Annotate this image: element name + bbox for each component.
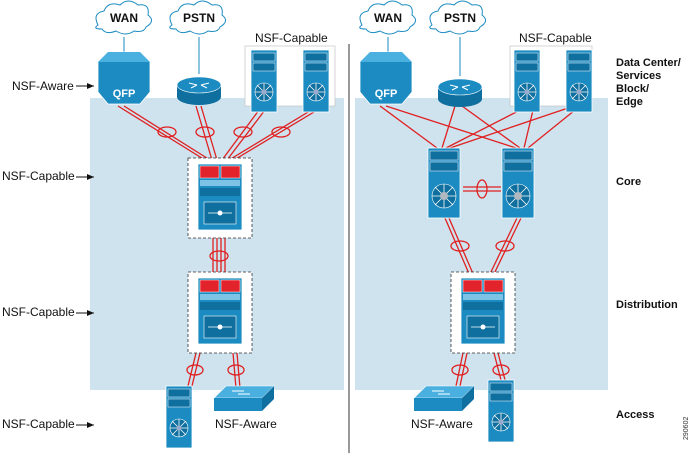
tier-distribution: Distribution — [616, 299, 678, 311]
pstn-label-left: PSTN — [183, 11, 215, 25]
nsf-capable-distribution-label: NSF-Capable — [2, 305, 75, 319]
wan-label-right: WAN — [374, 11, 402, 25]
tier-labels: Data Center/ Services Block/ Edge Core D… — [616, 57, 681, 421]
nsf-capable-chassis-3 — [513, 49, 541, 113]
tier-core: Core — [616, 176, 641, 188]
qfp-label-left: QFP — [113, 88, 136, 100]
tier-access: Access — [616, 409, 655, 421]
qfp-router-right: QFP — [359, 51, 413, 105]
core-chassis-left — [427, 147, 461, 219]
qfp-label-right: QFP — [375, 88, 398, 100]
nsf-capable-access-label: NSF-Capable — [2, 417, 75, 431]
access-switch-left — [213, 385, 275, 412]
pstn-router-right — [437, 78, 483, 108]
nsf-aware-access-left: NSF-Aware — [215, 417, 277, 431]
tier-dc-line2: Services — [616, 70, 661, 82]
wan-cloud-left: WAN — [95, 0, 152, 35]
nsf-capable-chassis-2 — [302, 49, 330, 113]
tier-dc-line3: Block/ — [616, 83, 649, 95]
core-chassis-right — [501, 147, 535, 219]
vss-core-switch — [197, 163, 243, 231]
vss-distribution-switch-right — [460, 277, 506, 345]
nsf-capable-chassis-1 — [250, 49, 278, 113]
tier-dc-line1: Data Center/ — [616, 57, 681, 69]
access-chassis-right — [487, 379, 515, 443]
nsf-capable-chassis-4 — [565, 49, 593, 113]
nsf-aware-left-label: NSF-Aware — [12, 79, 74, 93]
nsf-capable-core-label: NSF-Capable — [2, 169, 75, 183]
qfp-router-left: QFP — [97, 51, 151, 105]
tier-dc-line4: Edge — [616, 96, 643, 108]
nsf-capable-top-left: NSF-Capable — [255, 31, 328, 45]
figure-id: 290602 — [683, 417, 690, 440]
access-chassis-left — [165, 385, 193, 449]
pstn-cloud-right: PSTN — [429, 0, 486, 35]
pstn-label-right: PSTN — [444, 11, 476, 25]
access-switch-right — [413, 385, 475, 412]
nsf-capable-top-right: NSF-Capable — [519, 31, 592, 45]
nsf-aware-access-right: NSF-Aware — [411, 417, 473, 431]
wan-label-left: WAN — [110, 11, 138, 25]
vss-distribution-switch-left — [197, 277, 243, 345]
pstn-cloud-left: PSTN — [169, 0, 226, 35]
pstn-router-left — [176, 76, 222, 106]
wan-cloud-right: WAN — [359, 0, 416, 35]
links — [117, 69, 581, 389]
